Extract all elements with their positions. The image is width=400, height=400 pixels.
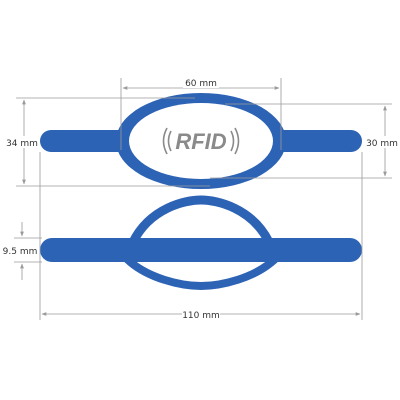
dim-left-height-label: 34 mm	[6, 139, 38, 149]
side-band-loop-lower	[119, 251, 283, 291]
side-band-strap	[40, 238, 362, 262]
top-band-oval-face	[129, 103, 273, 179]
dim-thickness-label: 9.5 mm	[3, 247, 38, 257]
top-view-wristband: RFID	[40, 93, 362, 189]
dimension-lines	[14, 78, 392, 320]
rfid-logo-text: RFID	[175, 129, 226, 154]
dim-total-length-label: 110 mm	[182, 311, 220, 321]
dim-top-width-label: 60 mm	[185, 79, 217, 89]
rfid-logo: RFID	[162, 127, 240, 155]
side-band-loop	[128, 195, 274, 245]
side-view-wristband	[40, 195, 362, 291]
rfid-wave-icon	[162, 127, 240, 155]
dim-right-height-label: 30 mm	[366, 139, 398, 149]
